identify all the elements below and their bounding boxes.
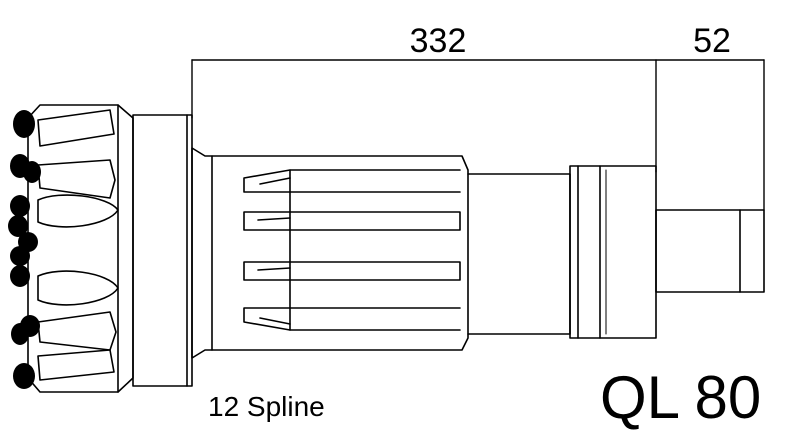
spline-tooth bbox=[243, 169, 461, 193]
spline-tooth bbox=[243, 261, 461, 281]
collar bbox=[132, 114, 193, 387]
carbide-buttons bbox=[8, 110, 41, 389]
carbide-button bbox=[10, 195, 30, 217]
head-flute bbox=[37, 159, 116, 199]
spline-tooth bbox=[243, 211, 461, 231]
carbide-button bbox=[13, 110, 35, 138]
head-flute bbox=[37, 311, 117, 351]
carbide-button bbox=[11, 323, 29, 345]
dimension-332: 332 bbox=[410, 22, 467, 60]
dimension-lines bbox=[191, 59, 765, 211]
neck bbox=[467, 165, 657, 339]
spline-section bbox=[191, 147, 469, 359]
head-flute bbox=[37, 194, 119, 228]
head-flute bbox=[37, 270, 119, 306]
bit-head bbox=[27, 104, 134, 393]
model-label: QL 80 bbox=[600, 364, 761, 431]
neck-body bbox=[467, 173, 571, 335]
carbide-button bbox=[10, 246, 30, 266]
striking-shank bbox=[655, 209, 765, 293]
carbide-button bbox=[8, 215, 28, 237]
head-flute bbox=[37, 349, 115, 381]
carbide-button bbox=[23, 161, 41, 183]
spline-label: 12 Spline bbox=[208, 391, 325, 422]
spline-body bbox=[191, 147, 469, 359]
carbide-button bbox=[13, 363, 35, 389]
head-flute bbox=[37, 109, 115, 147]
carbide-button bbox=[10, 265, 30, 287]
collar-body bbox=[132, 114, 193, 387]
retaining-ring bbox=[569, 165, 657, 339]
spline-tooth bbox=[243, 307, 461, 331]
shank-body bbox=[655, 209, 765, 293]
dimension-52: 52 bbox=[693, 22, 731, 60]
